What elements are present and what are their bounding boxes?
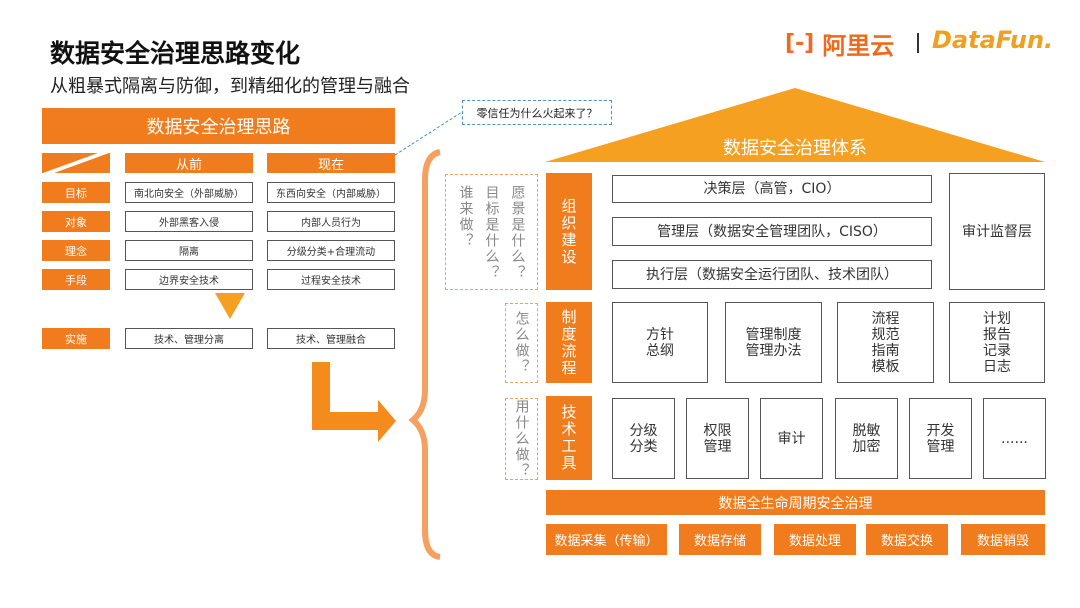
process-item: 方针 总纲 — [612, 302, 708, 383]
lifecycle-stage: 数据销毁 — [961, 524, 1045, 555]
row-before: 边界安全技术 — [125, 269, 253, 290]
lifecycle-stage: 数据交换 — [866, 524, 948, 555]
bent-arrow-icon — [312, 362, 396, 442]
aliyun-logo-icon: [-] — [785, 31, 815, 56]
header-corner — [42, 153, 110, 173]
row-label: 目标 — [42, 182, 110, 203]
tool-item: 权限 管理 — [686, 398, 749, 479]
process-item: 计划 报告 记录 日志 — [949, 302, 1045, 383]
logo-divider — [917, 33, 919, 53]
tool-item: 审计 — [760, 398, 823, 479]
section-process: 制度流程 — [546, 302, 592, 383]
process-item: 流程 规范 指南 模板 — [837, 302, 934, 383]
question-process: 怎么做？ — [505, 303, 538, 383]
callout-line — [394, 111, 463, 156]
section-tools: 技术工具 — [546, 396, 592, 480]
row-label: 手段 — [42, 269, 110, 290]
row-label: 理念 — [42, 240, 110, 261]
down-arrow-icon — [215, 293, 245, 319]
lifecycle-stage: 数据处理 — [774, 524, 856, 555]
bracket — [408, 149, 441, 560]
callout-box: 零信任为什么火起来了？ — [462, 100, 612, 125]
row-now: 东西向安全（内部威胁） — [267, 182, 395, 203]
row-now: 分级分类+合理流动 — [267, 240, 395, 261]
row-before: 隔离 — [125, 240, 253, 261]
aliyun-logo: [-]阿里云 — [785, 31, 895, 60]
tool-item: 开发 管理 — [909, 398, 972, 479]
system-title: 数据安全治理体系 — [723, 138, 867, 159]
left-banner: 数据安全治理思路 — [42, 108, 395, 144]
impl-before: 技术、管理分离 — [125, 328, 253, 349]
lifecycle-stage: 数据存储 — [679, 524, 761, 555]
row-label: 对象 — [42, 211, 110, 232]
process-item: 管理制度 管理办法 — [725, 302, 822, 383]
org-layer-decision: 决策层（高管，CIO） — [612, 175, 932, 203]
tool-item: 分级 分类 — [612, 398, 675, 479]
section-org: 组织建设 — [546, 173, 592, 290]
lifecycle-bar: 数据全生命周期安全治理 — [546, 490, 1045, 515]
row-now: 过程安全技术 — [267, 269, 395, 290]
tool-item: 脱敏 加密 — [835, 398, 898, 479]
question-org: 愿景是什么？ 目标是什么？ 谁来做？ — [445, 174, 538, 290]
impl-label: 实施 — [42, 328, 110, 349]
page-subtitle: 从粗暴式隔离与防御，到精细化的管理与融合 — [50, 76, 410, 97]
house-roof — [545, 88, 1045, 162]
datafun-logo: DataFun. — [932, 26, 1054, 54]
row-now: 内部人员行为 — [267, 211, 395, 232]
audit-layer: 审计监督层 — [949, 173, 1045, 290]
page-title: 数据安全治理思路变化 — [50, 39, 301, 68]
org-layer-execution: 执行层（数据安全运行团队、技术团队） — [612, 260, 932, 289]
tool-item: ...... — [983, 398, 1046, 479]
question-tools: 用什么做？ — [505, 398, 538, 480]
org-layer-management: 管理层（数据安全管理团队，CISO） — [612, 217, 932, 246]
row-before: 南北向安全（外部威胁） — [125, 182, 253, 203]
header-now: 现在 — [267, 153, 395, 173]
impl-now: 技术、管理融合 — [267, 328, 395, 349]
row-before: 外部黑客入侵 — [125, 211, 253, 232]
lifecycle-stage: 数据采集（传输） — [546, 524, 667, 555]
header-before: 从前 — [125, 153, 253, 173]
